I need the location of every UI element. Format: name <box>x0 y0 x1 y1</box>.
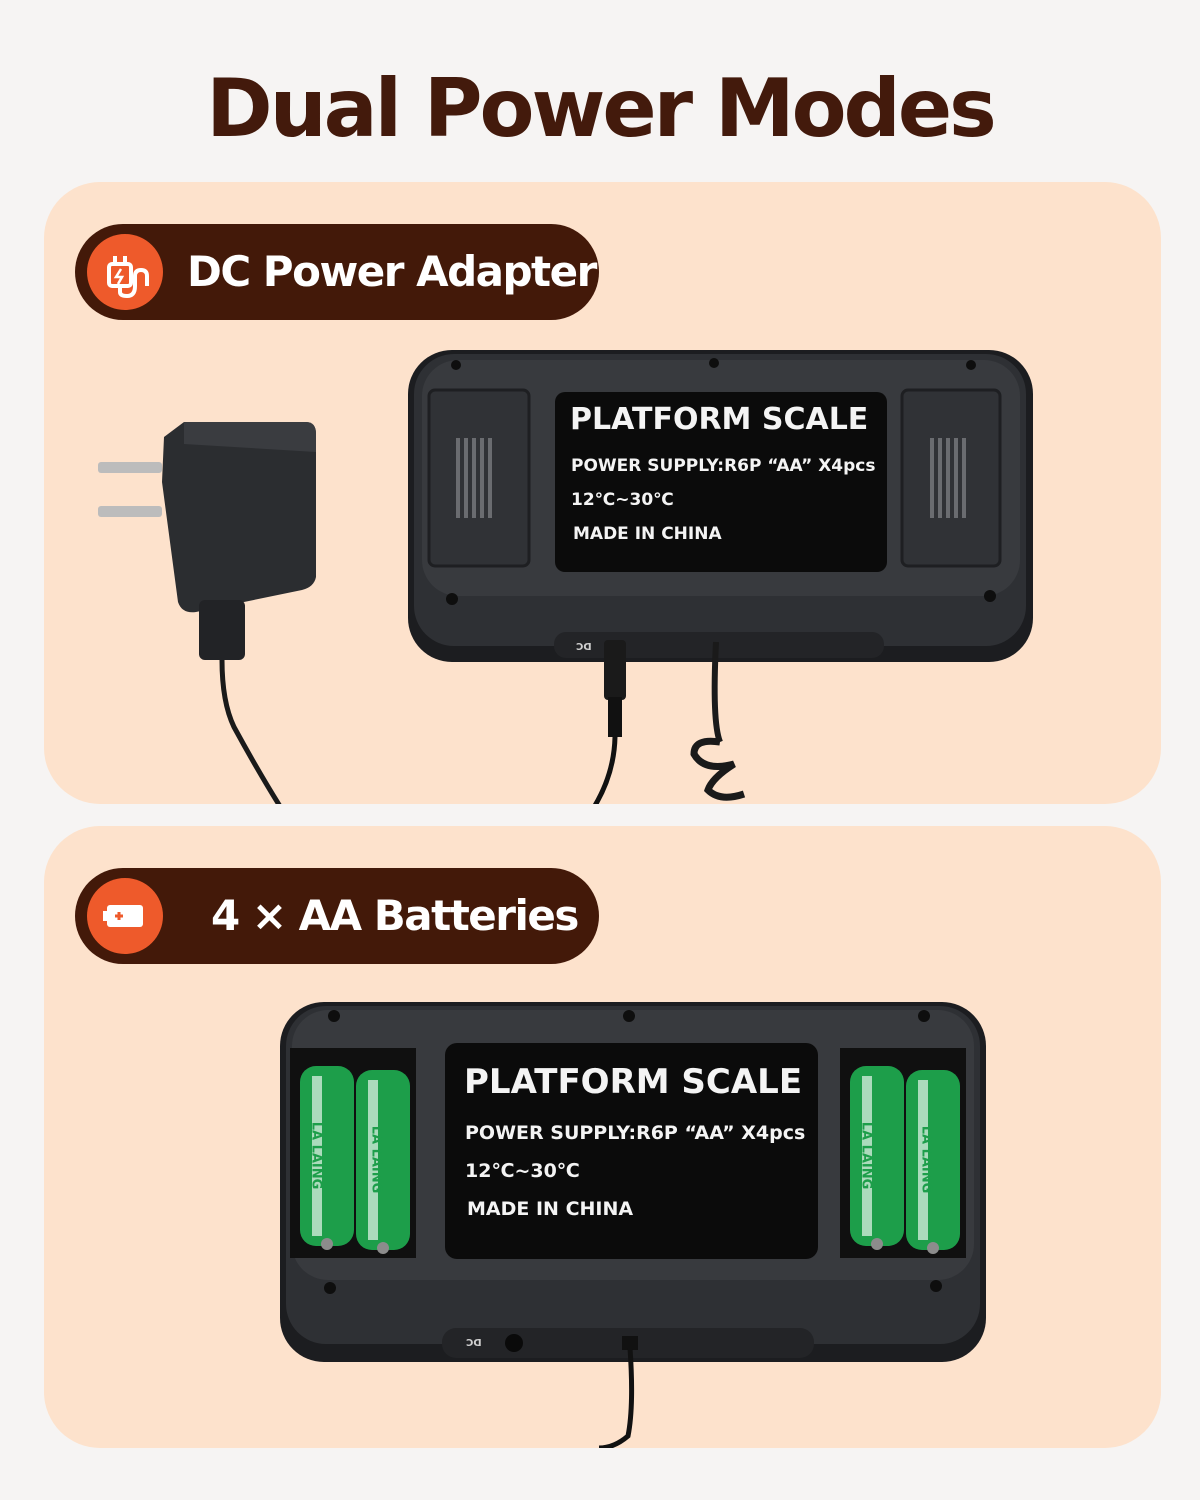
battery-brand-text: LA LAING <box>918 1125 934 1194</box>
battery-cell <box>300 1066 354 1250</box>
label-temperature: 12℃~30℃ <box>571 490 674 510</box>
label-heading: PLATFORM SCALE <box>464 1062 803 1102</box>
battery-cell <box>356 1070 410 1254</box>
adapter-prong-bottom <box>98 506 162 517</box>
usb-plug <box>199 600 245 660</box>
battery-brand-text: LA LAING <box>858 1121 874 1190</box>
adapter-prong-top <box>98 462 162 473</box>
page-title: Dual Power Modes <box>206 62 996 155</box>
batteries-badge: 4 × AA Batteries <box>75 868 599 964</box>
dc-port-label: DC <box>466 1336 482 1347</box>
battery-cell <box>850 1066 904 1250</box>
battery-icon <box>87 878 163 954</box>
device-label-plate <box>445 1043 818 1259</box>
batteries-label: 4 × AA Batteries <box>211 891 579 940</box>
batteries-panel: PLATFORM SCALE POWER SUPPLY:R6P “AA” X4p… <box>44 826 1161 1448</box>
label-supply: POWER SUPPLY:R6P “AA” X4pcs <box>571 456 876 476</box>
battery-brand-text: LA LAING <box>308 1121 324 1190</box>
dc-adapter-badge: DC Power Adapter <box>75 224 599 320</box>
adapter-cable <box>219 659 282 804</box>
label-origin: MADE IN CHINA <box>467 1198 634 1220</box>
dc-adapter-panel: PLATFORM SCALE POWER SUPPLY:R6P “AA” X4p… <box>44 182 1161 804</box>
label-temperature: 12℃~30℃ <box>465 1160 580 1182</box>
dc-port-label: DC <box>576 640 592 651</box>
dc-adapter-label: DC Power Adapter <box>187 247 597 296</box>
label-heading: PLATFORM SCALE <box>570 402 869 437</box>
dc-adapter-illustration <box>98 350 1033 804</box>
label-origin: MADE IN CHINA <box>573 524 722 544</box>
label-supply: POWER SUPPLY:R6P “AA” X4pcs <box>465 1122 806 1144</box>
battery-cell <box>906 1070 960 1254</box>
battery-brand-text: LA LAING <box>368 1125 384 1194</box>
batteries-illustration <box>280 1002 986 1448</box>
power-adapter-icon <box>87 234 163 310</box>
device-label-plate <box>555 392 887 572</box>
adapter-body <box>162 422 316 613</box>
